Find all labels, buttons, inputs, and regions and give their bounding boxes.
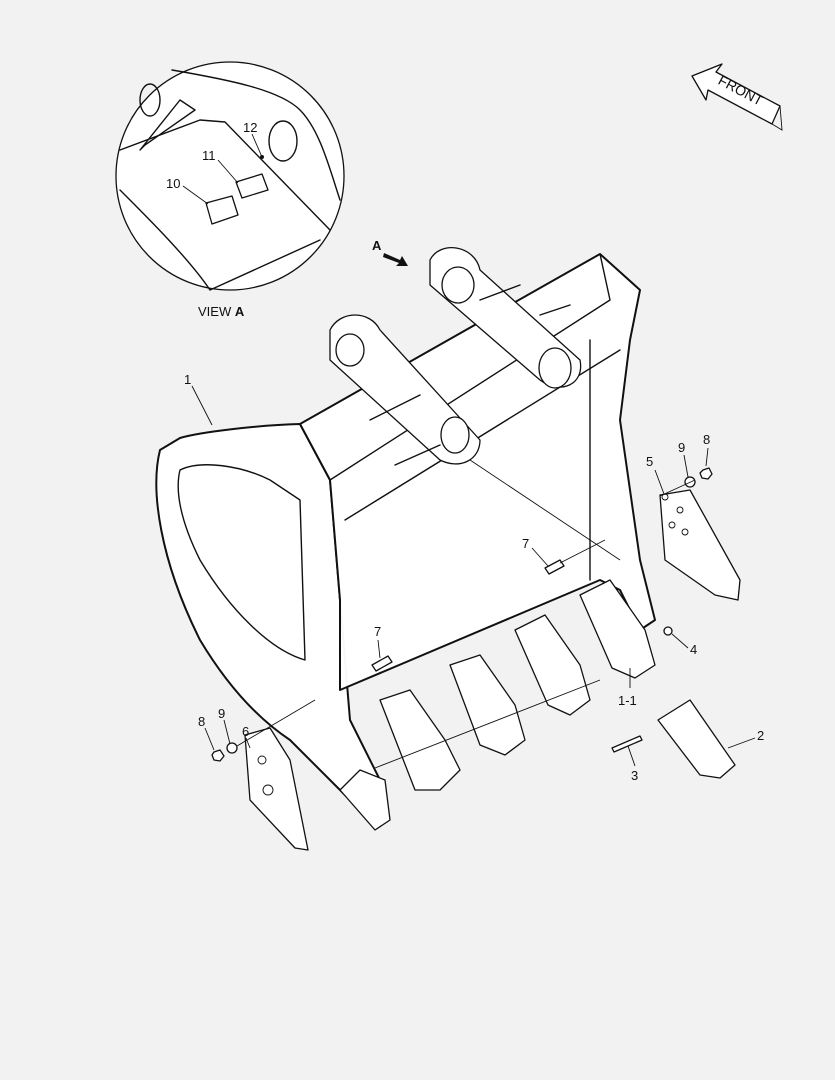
- callout-3: 3: [631, 768, 638, 783]
- side-cutter-6: [244, 727, 309, 851]
- callout-4: 4: [690, 642, 697, 657]
- hardware: [211, 467, 713, 762]
- callout-9-right: 9: [678, 440, 685, 455]
- leader-lines: [191, 385, 756, 767]
- front-arrow: FRONT: [691, 63, 783, 131]
- view-a-arrow: A: [372, 238, 408, 266]
- callout-1-1: 1-1: [618, 693, 637, 708]
- callout-8-right: 8: [703, 432, 710, 447]
- svg-text:A: A: [372, 238, 382, 253]
- side-cutter-5: [659, 489, 741, 601]
- callout-9-left: 9: [218, 706, 225, 721]
- callout-2: 2: [757, 728, 764, 743]
- bucket-body: [155, 247, 656, 831]
- callout-5: 5: [646, 454, 653, 469]
- callout-10: 10: [166, 176, 180, 191]
- callout-12: 12: [243, 120, 257, 135]
- bucket-teeth: [339, 579, 656, 831]
- callout-7-right: 7: [522, 536, 529, 551]
- callout-6: 6: [242, 724, 249, 739]
- callout-11: 11: [202, 148, 216, 163]
- callout-7-left: 7: [374, 624, 381, 639]
- callout-8-left: 8: [198, 714, 205, 729]
- callouts: 1 5 8 9 7 7 4 1-1 2 3 6 8 9: [184, 372, 764, 783]
- view-a-label: VIEW A: [198, 304, 245, 319]
- callout-1: 1: [184, 372, 191, 387]
- view-a-detail: 10 11 12 VIEW A: [115, 61, 345, 319]
- adapter-tooth-2: [657, 699, 736, 779]
